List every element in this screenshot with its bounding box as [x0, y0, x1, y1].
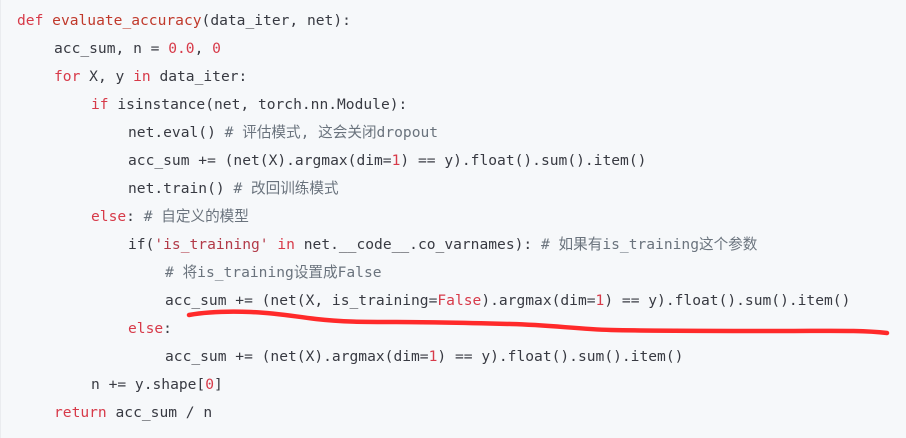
code-token: False [437, 292, 482, 309]
code-line: acc_sum, n = 0.0, 0 [54, 35, 221, 63]
code-token: for [54, 68, 90, 85]
code-token: ) == y).float().sum().item() [437, 348, 684, 365]
code-line: acc_sum += (net(X).argmax(dim=1) == y).f… [165, 343, 683, 371]
code-token: , [194, 40, 213, 57]
code-token: X, y [89, 68, 134, 85]
code-token: isinstance(net, torch.nn.Module): [117, 96, 408, 113]
code-line: net.eval() # 评估模式, 这会关闭dropout [128, 119, 438, 147]
code-line: acc_sum += (net(X).argmax(dim=1) == y).f… [128, 147, 646, 175]
code-line: else: # 自定义的模型 [91, 203, 249, 231]
code-token: 0 [205, 376, 215, 393]
code-token: # 评估模式, 这会关闭dropout [224, 124, 439, 141]
code-token: 1 [428, 348, 438, 365]
code-token: 0 [212, 40, 221, 57]
code-line: acc_sum += (net(X, is_training=False).ar… [165, 287, 850, 315]
code-token: 1 [391, 152, 401, 169]
code-token: # 将is_training设置成False [165, 264, 382, 281]
code-token: # 自定义的模型 [143, 208, 249, 225]
code-line: if('is_training' in net.__code__.co_varn… [128, 231, 757, 259]
code-line: def evaluate_accuracy(data_iter, net): [17, 7, 351, 35]
code-token: acc_sum += (net(X).argmax(dim= [165, 348, 429, 365]
code-line: n += y.shape[0] [91, 371, 223, 399]
code-line: return acc_sum / n [54, 399, 212, 427]
code-token: net.train() [128, 180, 234, 197]
code-line: else: [128, 315, 172, 343]
code-token: in [133, 68, 160, 85]
code-line: for X, y in data_iter: [54, 63, 247, 91]
code-token: ] [214, 376, 223, 393]
code-token: ) == y).float().sum().item() [604, 292, 851, 309]
code-token: 0.0 [168, 40, 195, 57]
code-line: net.train() # 改回训练模式 [128, 175, 339, 203]
code-token: n += y.shape[ [91, 376, 206, 393]
code-token: # 改回训练模式 [233, 180, 339, 197]
code-token: net.eval() [128, 124, 225, 141]
code-token: ).argmax(dim= [481, 292, 596, 309]
code-token: 'is_training' [154, 236, 269, 253]
code-token: 1 [595, 292, 605, 309]
code-token: (data_iter, net): [201, 12, 351, 29]
code-token: if [91, 96, 118, 113]
code-token: else [91, 208, 127, 225]
code-token: acc_sum / n [115, 404, 213, 421]
code-token: # 如果有is_training这个参数 [540, 236, 758, 253]
code-token: acc_sum += (net(X, is_training= [165, 292, 438, 309]
code-token: : [126, 208, 144, 225]
code-line: if isinstance(net, torch.nn.Module): [91, 91, 407, 119]
code-token: ) == y).float().sum().item() [400, 152, 647, 169]
code-token: acc_sum, n = [54, 40, 169, 57]
code-token: else [128, 320, 164, 337]
code-token: : [163, 320, 172, 337]
code-token: def [17, 12, 53, 29]
code-token: acc_sum += (net(X).argmax(dim= [128, 152, 392, 169]
code-token: net.__code__.co_varnames): [303, 236, 541, 253]
code-token: if( [128, 236, 155, 253]
code-token: data_iter: [159, 68, 248, 85]
code-token: evaluate_accuracy [52, 12, 202, 29]
code-line: # 将is_training设置成False [165, 259, 382, 287]
code-token: return [54, 404, 116, 421]
code-token: in [277, 236, 304, 253]
